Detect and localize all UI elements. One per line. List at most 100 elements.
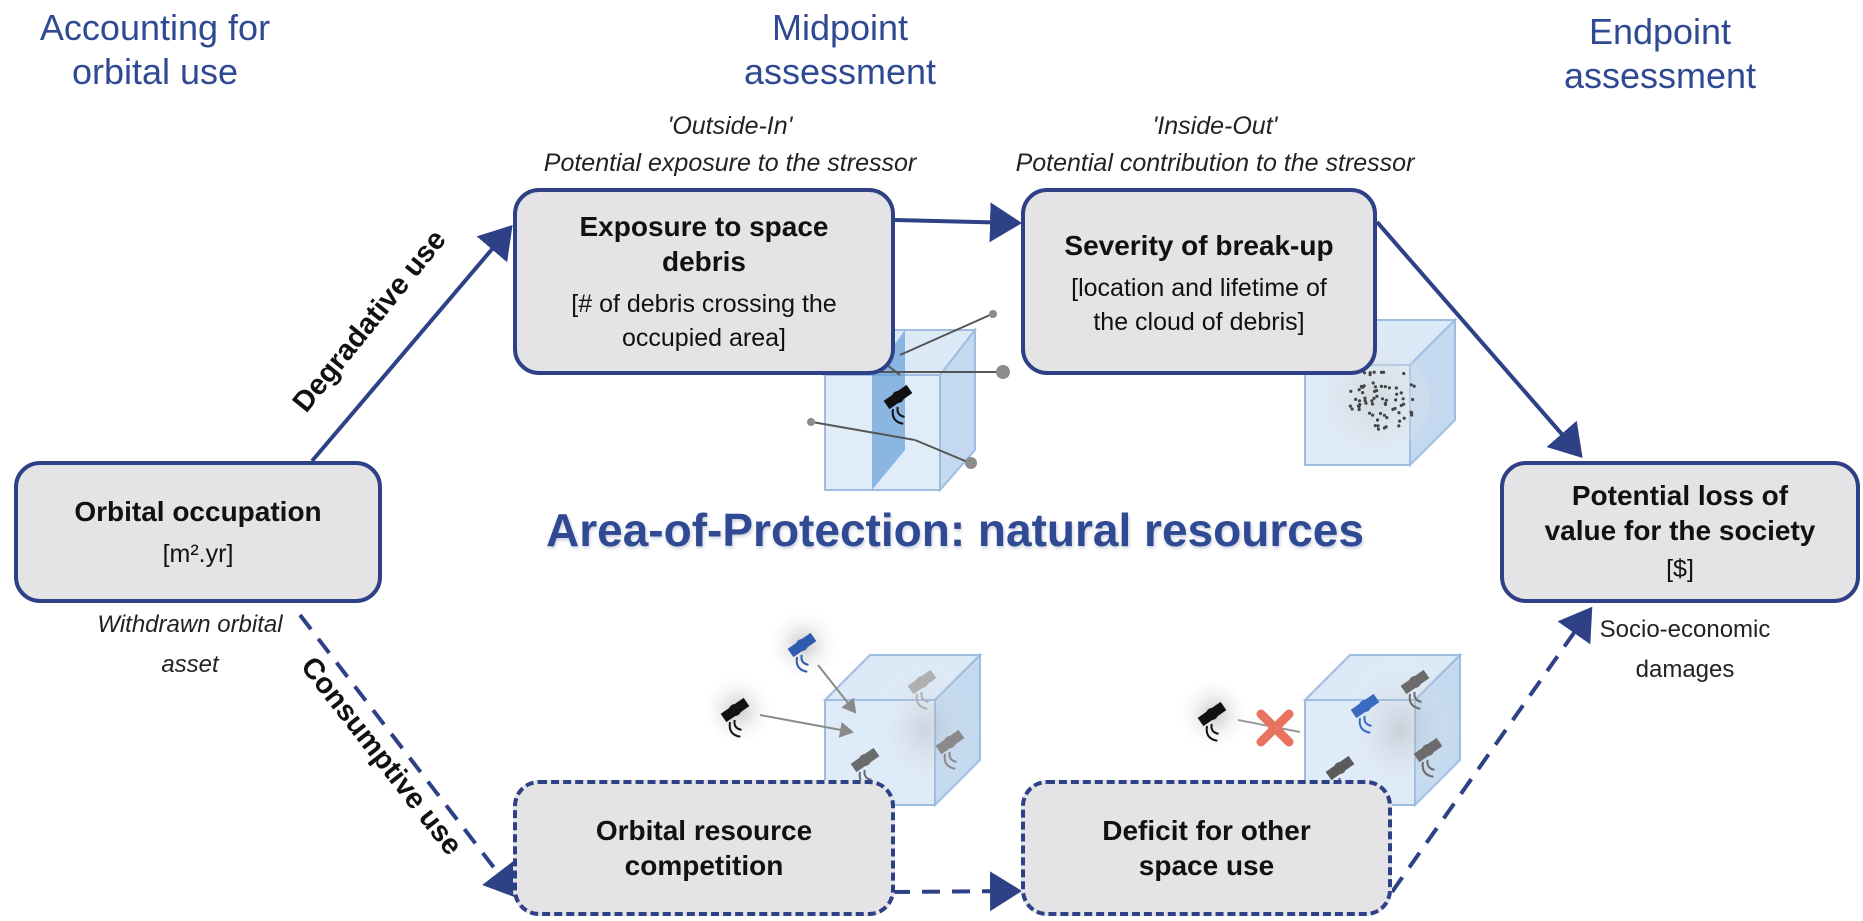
debris-dot (1357, 388, 1361, 392)
box-severity-of-break-up: Severity of break-up [location and lifet… (1021, 188, 1377, 375)
header-midpoint: Midpoint assessment (743, 7, 937, 92)
debris-dot (1395, 392, 1399, 396)
debris-dot (1371, 381, 1375, 385)
debris-trajectory (811, 421, 916, 441)
debris-dot (1359, 384, 1363, 389)
debris-dot (1350, 407, 1354, 411)
debris-dot (1397, 424, 1401, 428)
arrow-severity-to-loss (1375, 220, 1583, 459)
debris-trajectory (914, 439, 971, 464)
satellite-trajectory (817, 664, 857, 714)
arrow-competition-to-deficit (891, 871, 1022, 912)
debris-dot (1394, 386, 1398, 390)
debris-dot (1375, 418, 1380, 422)
arrow-degradative (310, 224, 513, 463)
debris-dot (1368, 411, 1372, 415)
debris-dot (1370, 399, 1374, 403)
box-title: Orbital occupation (74, 495, 322, 527)
box-exposure-to-space-debris: Exposure to space debris [# of debris cr… (513, 188, 895, 375)
space-cube-icon (700, 607, 983, 808)
blocked-x-icon (1256, 709, 1294, 747)
debris-dot (1384, 425, 1388, 429)
debris-dot (1358, 402, 1362, 407)
debris-dot (1363, 396, 1367, 400)
debris-dot (1370, 402, 1375, 406)
debris-dot (1402, 416, 1406, 420)
debris-dot (1349, 389, 1353, 393)
debris-dot (1375, 394, 1379, 398)
space-cube-icon (1176, 652, 1463, 808)
debris-dot (1399, 403, 1403, 408)
header-accounting: Accounting for orbital use (39, 7, 271, 92)
box-deficit-for-other-space-use: Deficit for other space use (1021, 780, 1392, 916)
debris-dot (1399, 391, 1403, 395)
header-endpoint: Endpoint assessment (1563, 11, 1757, 96)
debris-dot (1357, 407, 1361, 412)
debris-dot (1348, 404, 1352, 408)
box-title: Orbital resource competition (595, 815, 813, 881)
debris-dot (1397, 411, 1401, 415)
arrow-consumptive (298, 613, 518, 899)
box-unit: [location and lifetime of the cloud of d… (1071, 274, 1327, 336)
satellite-trajectory (759, 714, 854, 738)
box-unit: [# of debris crossing the occupied area] (571, 289, 837, 352)
debris-dot (1382, 413, 1386, 417)
box-orbital-occupation: Orbital occupation [m².yr] (14, 461, 382, 603)
debris-dot (1394, 398, 1398, 402)
box-unit: [$] (1666, 555, 1694, 583)
debris-dot (1372, 396, 1376, 400)
debris-dot (1410, 413, 1414, 417)
debris-particle-icon (996, 365, 1010, 379)
box-potential-loss-of-value: Potential loss of value for the society … (1500, 461, 1860, 603)
subtitle-outside-in: 'Outside-In' Potential exposure to the s… (543, 112, 917, 177)
debris-dot (1376, 424, 1380, 428)
debris-dot (1376, 427, 1380, 431)
debris-dot (1364, 401, 1368, 405)
debris-dot (1412, 384, 1416, 388)
note-withdrawn-orbital-asset: Withdrawn orbital asset (97, 611, 283, 678)
debris-dot (1363, 399, 1367, 403)
debris-dot (1371, 413, 1375, 417)
debris-dot (1383, 385, 1387, 389)
debris-particle-icon (989, 310, 997, 318)
box-title: Exposure to space debris (579, 210, 829, 277)
box-title: Severity of break-up (1064, 230, 1334, 261)
subtitle-inside-out: 'Inside-Out' Potential contribution to t… (1015, 112, 1415, 177)
debris-particle-icon (807, 418, 815, 426)
debris-dot (1368, 371, 1372, 375)
box-orbital-resource-competition: Orbital resource competition (513, 780, 895, 916)
box-title: Deficit for other space use (1102, 815, 1311, 881)
debris-dot (1387, 386, 1391, 390)
debris-dot (1372, 370, 1376, 374)
debris-dot (1385, 416, 1389, 420)
note-socio-economic-damages: Socio-economic damages (1599, 616, 1771, 683)
debris-dot (1373, 385, 1377, 389)
debris-dot (1373, 424, 1377, 428)
debris-particle-icon (965, 457, 977, 469)
debris-dot (1354, 397, 1358, 401)
debris-dot (1357, 399, 1362, 403)
debris-dot (1361, 391, 1365, 395)
debris-dot (1373, 389, 1377, 393)
debris-dot (1380, 397, 1385, 401)
debris-dot (1398, 419, 1402, 423)
debris-dot (1409, 383, 1413, 387)
debris-dot (1384, 398, 1388, 402)
arrow-exposure-to-severity (894, 202, 1022, 243)
area-of-protection-title: Area-of-Protection: natural resources (546, 504, 1364, 556)
area-of-protection-banner: Area-of-Protection: natural resources (455, 495, 1455, 565)
debris-dot (1402, 402, 1406, 406)
debris-trajectory (899, 314, 991, 356)
debris-dot (1378, 411, 1383, 416)
box-title: Potential loss of value for the society (1544, 480, 1816, 546)
debris-dot (1379, 370, 1384, 374)
debris-dot (1401, 397, 1405, 401)
debris-dot (1383, 401, 1387, 405)
debris-dot (1391, 407, 1395, 411)
debris-dot (1402, 371, 1406, 376)
debris-particles (1348, 370, 1416, 431)
debris-dot (1411, 397, 1415, 402)
debris-dot (1379, 384, 1383, 388)
arrow-deficit-to-loss (1390, 606, 1593, 894)
